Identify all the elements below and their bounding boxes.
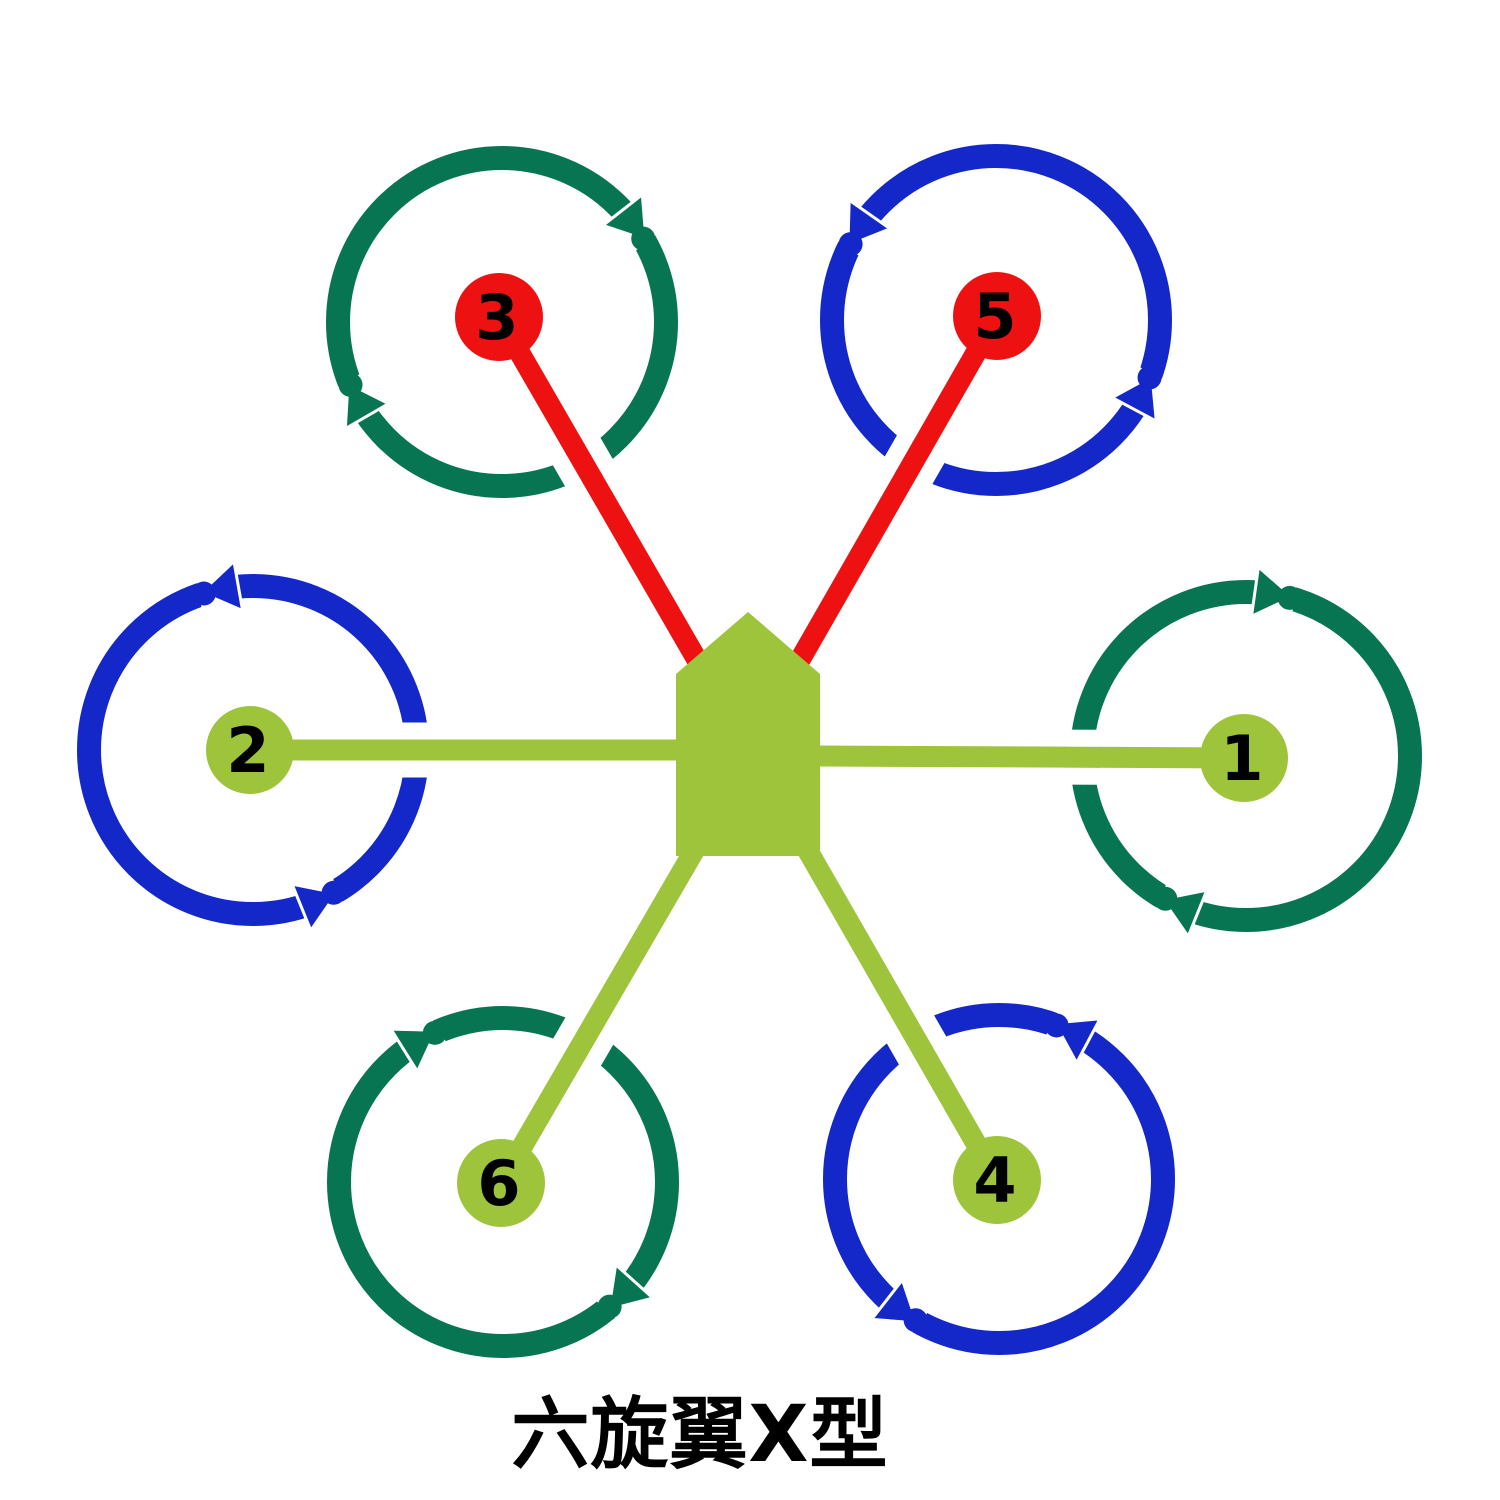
counterclockwise-arrow-icon [198, 558, 245, 614]
motor-hub-3 [455, 273, 543, 361]
motor-hubs: 1 2 3 4 5 6 [206, 272, 1288, 1227]
ring-stub-6-0 [422, 1020, 447, 1045]
ring-stub-1-0 [1277, 585, 1302, 610]
arms [250, 310, 1245, 1189]
arm-crossing-6 [566, 1018, 603, 1061]
flight-controller-body [676, 612, 820, 856]
motor-hub-2 [206, 706, 294, 794]
counterclockwise-arrow-icon [846, 197, 894, 248]
motor-label-4: 4 [973, 1144, 1016, 1217]
arm-motor-6 [491, 845, 704, 1189]
ring-stub-6-1 [597, 1294, 622, 1319]
arm-crossing-5 [895, 440, 932, 483]
motor-label-6: 6 [477, 1147, 520, 1220]
motor-hub-1 [1200, 714, 1288, 802]
ring-stub-3-0 [631, 226, 656, 251]
motor-label-1: 1 [1220, 722, 1263, 795]
ring-stub-3-1 [338, 372, 363, 397]
arm-motor-3 [489, 311, 710, 671]
clockwise-arrow-icon [606, 1261, 656, 1312]
propeller-ring-6 [327, 1006, 679, 1358]
arm-crossing-3 [565, 443, 603, 485]
ring-stub-4-1 [903, 1308, 928, 1333]
ring-stub-1-1 [1153, 886, 1178, 911]
motor-hub-5 [953, 272, 1041, 360]
ring-stub-5-0 [838, 232, 863, 257]
motor-hub-4 [953, 1136, 1041, 1224]
propeller-ring-5 [820, 144, 1172, 496]
arm-motor-4 [798, 845, 1007, 1186]
ring-stub-4-0 [1044, 1013, 1069, 1038]
clockwise-arrow-icon [599, 191, 648, 243]
diagram-caption: 六旋翼X型 [511, 1390, 889, 1480]
ring-stub-2-0 [191, 581, 216, 606]
propeller-ring-3 [326, 146, 678, 498]
ring-stub-5-1 [1137, 365, 1162, 390]
clockwise-arrow-icon [1249, 563, 1296, 619]
propeller-ring-4 [823, 1003, 1175, 1355]
ring-stub-2-1 [321, 880, 346, 905]
motor-hub-6 [457, 1139, 545, 1227]
motor-label-3: 3 [475, 281, 518, 354]
arm-motor-5 [787, 310, 1007, 671]
counterclockwise-arrow-icon [868, 1276, 920, 1325]
arm-crossing-4 [897, 1017, 934, 1059]
propeller-rings [77, 144, 1422, 1358]
motor-label-5: 5 [973, 280, 1016, 353]
motor-label-2: 2 [226, 714, 269, 787]
arm-motor-1 [819, 745, 1245, 769]
